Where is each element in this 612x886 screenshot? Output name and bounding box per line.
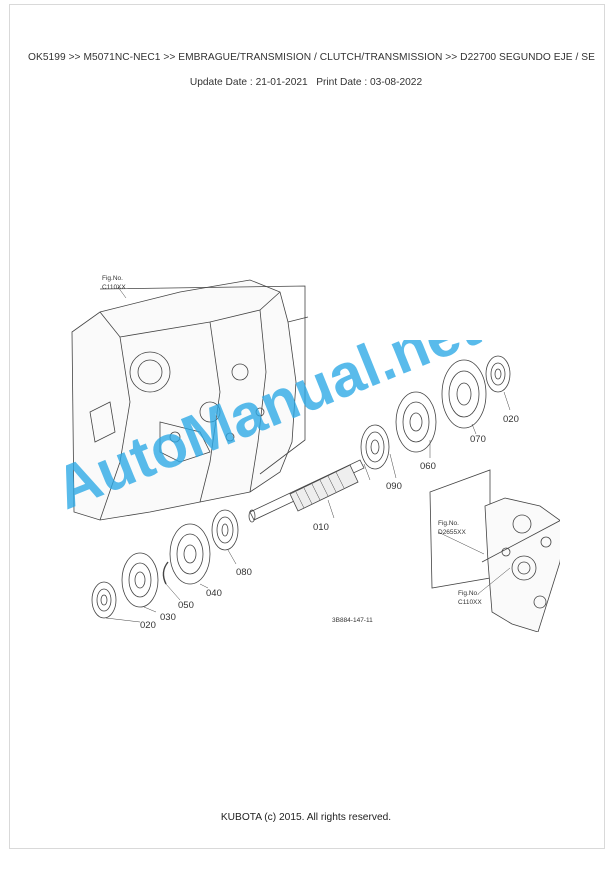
fig-ref-top-line2: C110XX bbox=[102, 284, 126, 291]
part-label-020-top: 020 bbox=[503, 414, 519, 425]
exploded-parts-diagram: Fig.No. C110XX 010 020 020 030 040 050 0… bbox=[71, 275, 560, 632]
fig-ref-top-line1: Fig.No. bbox=[102, 275, 123, 282]
print-date-label: Print Date : bbox=[316, 77, 368, 88]
part-label-010: 010 bbox=[313, 522, 329, 533]
footer-copyright: KUBOTA (c) 2015. All rights reserved. bbox=[220, 812, 392, 823]
update-date: 21-01-2021 bbox=[255, 77, 308, 88]
fig-ref-right-lower-line1: Fig.No. bbox=[458, 590, 479, 597]
part-label-070: 070 bbox=[470, 434, 486, 445]
part-label-040: 040 bbox=[206, 588, 222, 599]
fig-ref-right-lower-line2: C110XX bbox=[458, 599, 482, 606]
update-date-label: Update Date : bbox=[189, 77, 253, 88]
part-label-090: 090 bbox=[386, 481, 402, 492]
fig-ref-right-upper-line2: D2655XX bbox=[438, 529, 466, 536]
drawing-code: 3B884-147-11 bbox=[332, 617, 373, 624]
part-label-080: 080 bbox=[236, 567, 252, 578]
breadcrumb: OK5199 >> M5071NC-NEC1 >> EMBRAGUE/TRANS… bbox=[28, 52, 595, 63]
print-date: 03-08-2022 bbox=[370, 77, 423, 88]
part-label-060: 060 bbox=[420, 461, 436, 472]
fig-ref-right-upper-line1: Fig.No. bbox=[438, 520, 459, 527]
part-label-050: 050 bbox=[178, 600, 194, 611]
part-label-030: 030 bbox=[160, 612, 176, 623]
date-line: Update Date : 21-01-2021 Print Date : 03… bbox=[0, 77, 612, 88]
part-label-020-bottom: 020 bbox=[140, 620, 156, 631]
